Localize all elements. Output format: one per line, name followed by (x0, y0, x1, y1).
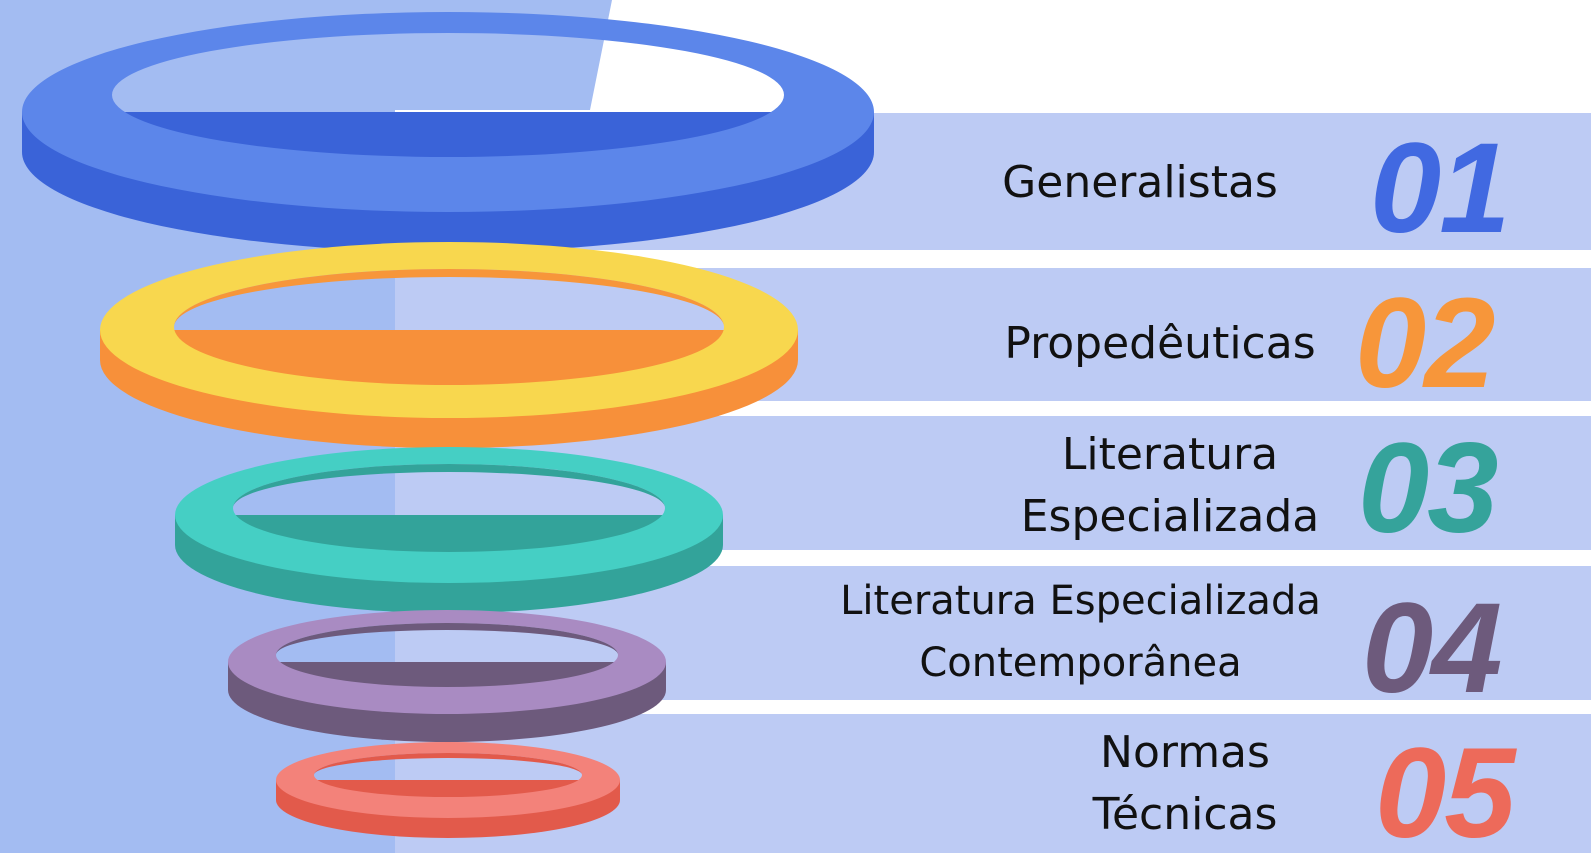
level-02-label: Propedêuticas (960, 313, 1360, 375)
level-03-label-line-1: Literatura (1061, 429, 1279, 480)
level-04-label-line-2: Contemporânea (919, 640, 1242, 686)
ring-05 (276, 742, 620, 838)
level-03-number: 03 (1358, 417, 1498, 560)
level-05-label: Normas Técnicas (1060, 722, 1310, 847)
level-05-label-line-1: Normas (1100, 727, 1270, 778)
level-03-label: Literatura Especializada (990, 424, 1350, 549)
ring-01 (22, 12, 874, 252)
level-03-label-line-2: Especializada (1020, 491, 1320, 543)
level-02-label-line: Propedêuticas (1004, 318, 1316, 369)
ring-02 (100, 242, 798, 448)
level-04-label-line-1: Literatura Especializada (840, 578, 1321, 624)
level-01-number: 01 (1370, 117, 1510, 260)
ring-03 (175, 447, 723, 613)
ring-04 (227, 609, 666, 742)
level-01-label: Generalistas (960, 152, 1320, 214)
level-05-label-line-2: Técnicas (1092, 789, 1278, 841)
level-04-number: 04 (1362, 577, 1502, 720)
level-04-label: Literatura Especializada Contemporânea (808, 570, 1353, 694)
level-05-number: 05 (1375, 722, 1515, 865)
level-02-number: 02 (1355, 272, 1495, 415)
level-01-label-line: Generalistas (1002, 157, 1278, 208)
